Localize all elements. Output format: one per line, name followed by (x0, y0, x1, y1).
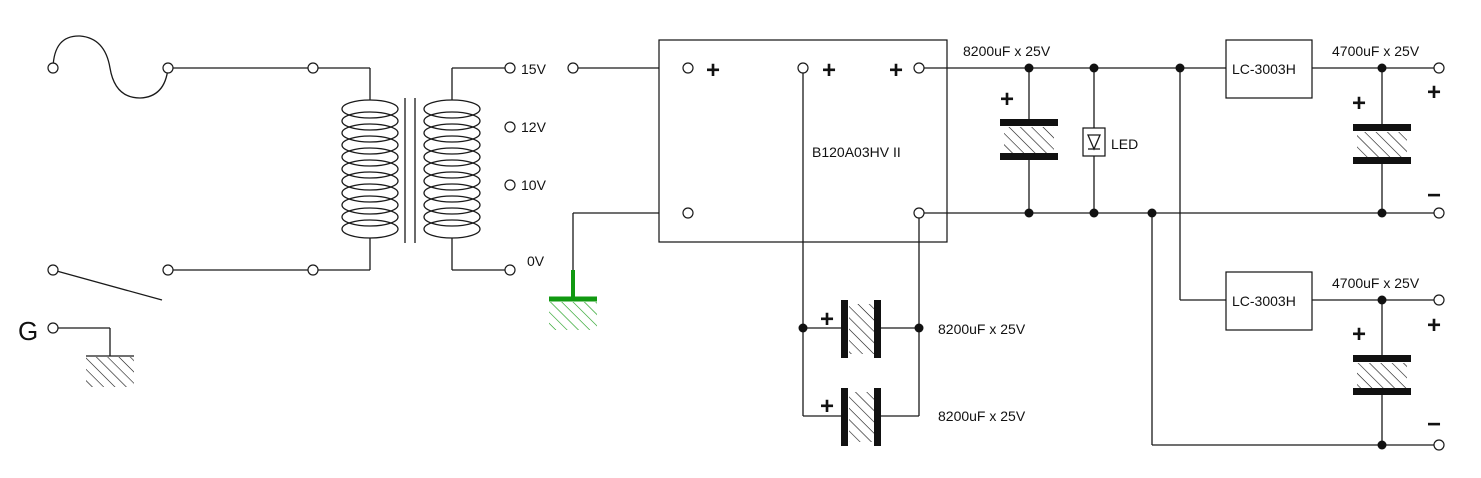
regulator-lower: LC-3003H (1225, 271, 1313, 331)
terminal-tap-10v (504, 179, 516, 191)
bottom-cap-2-plus: + (820, 393, 834, 420)
out-cap-upper-plus: + (1352, 90, 1366, 117)
terminals (47, 62, 1445, 451)
secondary-coil (423, 99, 481, 239)
out-cap-lower-label: 4700uF x 25V (1332, 275, 1420, 291)
terminal-output-upper-minus (1433, 207, 1445, 219)
module-label: B120A03HV II (812, 144, 901, 160)
terminal-primary-2 (307, 264, 319, 276)
primary-coil (341, 99, 399, 239)
ground-label: G (18, 316, 38, 346)
terminal-ground (47, 322, 59, 334)
main-cap-plus: + (1000, 86, 1014, 113)
tap-label-12v: 12V (521, 119, 547, 135)
tap-label-10v: 10V (521, 177, 547, 193)
terminal-output-lower-minus (1433, 439, 1445, 451)
terminal-output-upper-plus (1433, 62, 1445, 74)
power-switch (52, 269, 163, 301)
out-cap-upper-label: 4700uF x 25V (1332, 43, 1420, 59)
signal-ground-symbol (549, 270, 597, 330)
bottom-cap-1-label: 8200uF x 25V (938, 321, 1026, 337)
terminal-switch-out (162, 264, 174, 276)
regulator-lower-label: LC-3003H (1232, 293, 1296, 309)
bottom-cap-1-plus: + (820, 306, 834, 333)
led-label: LED (1111, 136, 1138, 152)
terminal-ac-in-2 (47, 264, 59, 276)
output-upper-minus-sign: − (1427, 182, 1441, 209)
terminal-ac-in-1 (47, 62, 59, 74)
terminal-fuse-out (162, 62, 174, 74)
regulator-upper: LC-3003H (1225, 39, 1313, 99)
terminal-module-feed (567, 62, 579, 74)
tap-label-0v: 0V (527, 253, 545, 269)
bottom-capacitor-1: + (803, 300, 919, 358)
junction-dots (798, 63, 1387, 450)
led-indicator: LED (1082, 68, 1138, 213)
chassis-ground-symbol (86, 355, 134, 387)
terminal-tap-15v (504, 62, 516, 74)
terminal-output-lower-plus (1433, 294, 1445, 306)
module-plus-1: + (706, 57, 720, 84)
terminal-module-plus-out (913, 62, 925, 74)
fuse (52, 35, 169, 99)
out-cap-lower-plus: + (1352, 321, 1366, 348)
terminal-module-ac-2 (682, 207, 694, 219)
tap-label-15v: 15V (521, 61, 547, 77)
terminal-tap-12v (504, 121, 516, 133)
terminal-module-plus-2 (797, 62, 809, 74)
module-plus-3: + (889, 57, 903, 84)
output-capacitor-lower: + (1352, 300, 1411, 445)
main-cap-label: 8200uF x 25V (963, 43, 1051, 59)
terminal-module-ac-1 (682, 62, 694, 74)
output-lower-plus-sign: + (1427, 312, 1441, 339)
terminal-module-minus-out (913, 207, 925, 219)
module-plus-2: + (822, 57, 836, 84)
output-upper-plus-sign: + (1427, 79, 1441, 106)
terminal-tap-0v (504, 264, 516, 276)
output-lower-minus-sign: − (1427, 411, 1441, 438)
output-capacitor-upper: + (1352, 68, 1411, 213)
bottom-capacitor-2: + (803, 388, 919, 446)
transformer (341, 98, 481, 243)
main-filter-capacitor: + (1000, 68, 1058, 213)
regulator-upper-label: LC-3003H (1232, 61, 1296, 77)
bottom-cap-2-label: 8200uF x 25V (938, 408, 1026, 424)
terminal-primary-1 (307, 62, 319, 74)
